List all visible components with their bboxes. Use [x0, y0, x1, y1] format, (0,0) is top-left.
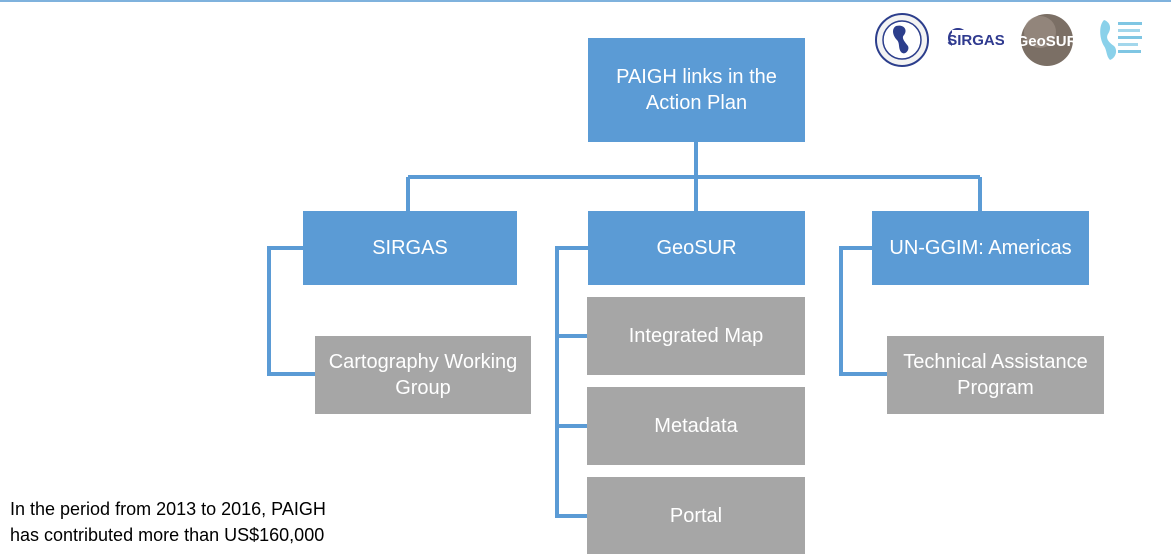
node-integrated-map: Integrated Map [587, 297, 805, 375]
node-cartography-working-group: Cartography Working Group [315, 336, 531, 414]
node-geosur-label: GeoSUR [656, 237, 737, 259]
node-sirgas-label: SIRGAS [372, 237, 448, 259]
node-integrated-map-label: Integrated Map [628, 325, 764, 347]
connector-geosur-children [555, 246, 588, 518]
connector-ungggim-child [839, 246, 887, 376]
geosur-logo-text: GeoSUR [1018, 33, 1076, 50]
sirgas-logo: SIRGAS [947, 28, 1004, 49]
node-portal: Portal [587, 477, 805, 554]
top-rule [0, 0, 1171, 2]
node-cartography-working-group-label: Cartography Working Group [328, 351, 518, 399]
ungggim-americas-logo [1100, 20, 1142, 60]
node-root: PAIGH links in the Action Plan [588, 38, 805, 142]
connector-sirgas-child [267, 246, 315, 376]
node-technical-assistance-program-label: Technical Assistance Program [903, 351, 1088, 399]
node-portal-label: Portal [669, 504, 723, 527]
footnote-contribution: In the period from 2013 to 2016, PAIGH h… [10, 499, 326, 545]
logo-strip: SIRGAS GeoSUR [874, 12, 1154, 67]
node-metadata: Metadata [587, 387, 805, 465]
node-root-label: PAIGH links in the Action Plan [616, 66, 777, 114]
node-metadata-label: Metadata [654, 415, 738, 437]
node-technical-assistance-program: Technical Assistance Program [887, 336, 1104, 414]
node-ungggim-americas-label: UN-GGIM: Americas [889, 237, 1072, 259]
node-geosur: GeoSUR [588, 211, 805, 285]
geosur-logo: GeoSUR [1018, 14, 1076, 66]
node-ungggim-americas: UN-GGIM: Americas [872, 211, 1089, 285]
paigh-seal-logo [875, 13, 929, 67]
node-sirgas: SIRGAS [303, 211, 517, 285]
sirgas-logo-text: SIRGAS [947, 32, 1004, 49]
